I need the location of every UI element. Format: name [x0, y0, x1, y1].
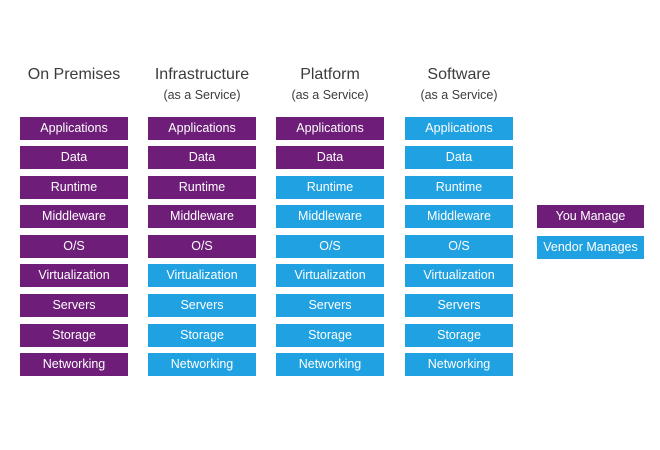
layer-data: Data [405, 146, 513, 169]
layer-servers: Servers [405, 294, 513, 317]
column-title: Software [427, 66, 491, 83]
layer-data: Data [148, 146, 256, 169]
layer-data: Data [276, 146, 384, 169]
layer-runtime: Runtime [148, 176, 256, 199]
layer-virtualization: Virtualization [20, 264, 128, 287]
layer-os: O/S [405, 235, 513, 258]
layer-applications: Applications [405, 117, 513, 140]
layer-runtime: Runtime [276, 176, 384, 199]
column-title: Infrastructure [154, 66, 250, 83]
column-subtitle: (as a Service) [420, 88, 498, 102]
layer-applications: Applications [276, 117, 384, 140]
layer-storage: Storage [276, 324, 384, 347]
column-subtitle: (as a Service) [291, 88, 369, 102]
layer-applications: Applications [148, 117, 256, 140]
column-title: On Premises [27, 66, 121, 83]
layer-os: O/S [148, 235, 256, 258]
layer-networking: Networking [276, 353, 384, 376]
column-subtitle: (as a Service) [163, 88, 241, 102]
layer-storage: Storage [20, 324, 128, 347]
legend-you-manage: You Manage [537, 205, 644, 228]
layer-servers: Servers [20, 294, 128, 317]
layer-servers: Servers [276, 294, 384, 317]
layer-middleware: Middleware [20, 205, 128, 228]
layer-virtualization: Virtualization [148, 264, 256, 287]
layer-os: O/S [20, 235, 128, 258]
layer-middleware: Middleware [148, 205, 256, 228]
layer-middleware: Middleware [276, 205, 384, 228]
layer-networking: Networking [405, 353, 513, 376]
column-title: Platform [300, 66, 360, 83]
layer-runtime: Runtime [405, 176, 513, 199]
layer-virtualization: Virtualization [405, 264, 513, 287]
layer-storage: Storage [148, 324, 256, 347]
layer-networking: Networking [20, 353, 128, 376]
layer-os: O/S [276, 235, 384, 258]
layer-data: Data [20, 146, 128, 169]
layer-networking: Networking [148, 353, 256, 376]
layer-storage: Storage [405, 324, 513, 347]
legend-vendor-manages: Vendor Manages [537, 236, 644, 259]
layer-runtime: Runtime [20, 176, 128, 199]
layer-applications: Applications [20, 117, 128, 140]
layer-middleware: Middleware [405, 205, 513, 228]
layer-servers: Servers [148, 294, 256, 317]
layer-virtualization: Virtualization [276, 264, 384, 287]
